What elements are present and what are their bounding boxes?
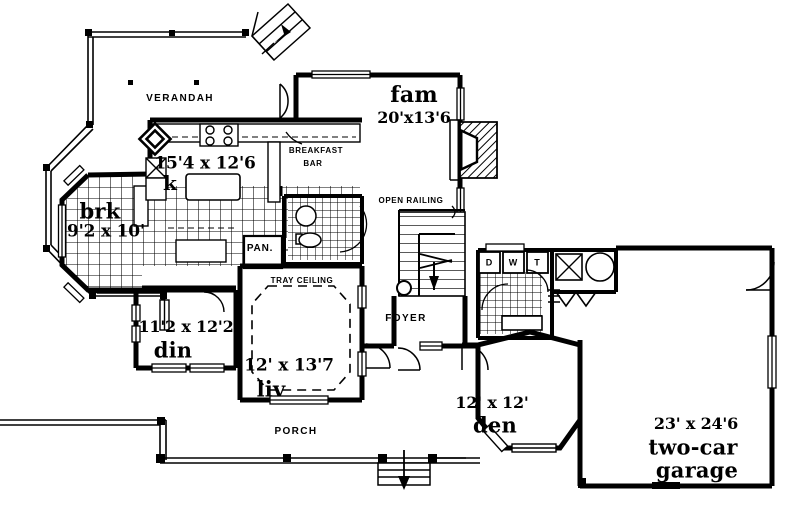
powder-door-swing <box>339 205 368 253</box>
garage-service-wall <box>548 248 618 308</box>
stairs <box>396 209 466 297</box>
stair-newel <box>396 280 412 296</box>
plan-geometry <box>0 2 777 490</box>
garage-window <box>767 335 777 389</box>
garage-walls <box>577 245 775 489</box>
dishwasher-icon <box>145 157 167 201</box>
water-heater-icon <box>585 252 615 282</box>
breakfast-bar-leader <box>285 131 303 145</box>
powder-room <box>282 194 368 266</box>
dining-windows <box>131 304 225 373</box>
open-railing-leader <box>451 205 456 219</box>
laundry-vanity <box>501 315 543 331</box>
den-windows <box>482 424 557 453</box>
den-walls <box>462 329 583 451</box>
porch-railing <box>0 419 480 464</box>
breakfast-floor-tile <box>62 176 142 288</box>
dryer-box <box>478 251 501 274</box>
garage-overhead-door <box>578 478 680 489</box>
tray-ceiling-outline <box>251 285 351 391</box>
laundry-room <box>476 243 554 340</box>
kitchen-lower-cabinets <box>175 239 227 263</box>
kitchen-sink-icon <box>137 121 173 157</box>
fireplace <box>449 119 498 181</box>
dining-door-swing <box>203 291 225 313</box>
washer-box <box>502 251 525 274</box>
front-door-sidelight <box>419 341 443 351</box>
cooktop-icon <box>199 123 239 147</box>
breakfast-bay-windows <box>57 164 85 304</box>
powder-toilet-icon <box>295 232 322 248</box>
family-window-top <box>311 70 371 79</box>
powder-sink-icon <box>295 205 317 227</box>
garage-door-swing <box>745 261 775 291</box>
kitchen-island <box>185 173 241 201</box>
front-door-swing <box>397 347 421 371</box>
living-windows <box>269 285 367 405</box>
bifold-door-icon <box>555 290 597 308</box>
verandah-step-arrow-tail <box>261 42 275 55</box>
pantry <box>242 234 284 270</box>
dining-bay-window <box>159 299 170 331</box>
verandah-step-arrow <box>274 24 291 43</box>
verandah-steps <box>250 2 312 62</box>
porch-posts <box>156 417 437 463</box>
foyer-walls <box>362 296 478 349</box>
verandah-posts <box>43 29 249 299</box>
breakfast-bay-walls <box>59 171 151 293</box>
family-door-swing <box>279 83 289 119</box>
